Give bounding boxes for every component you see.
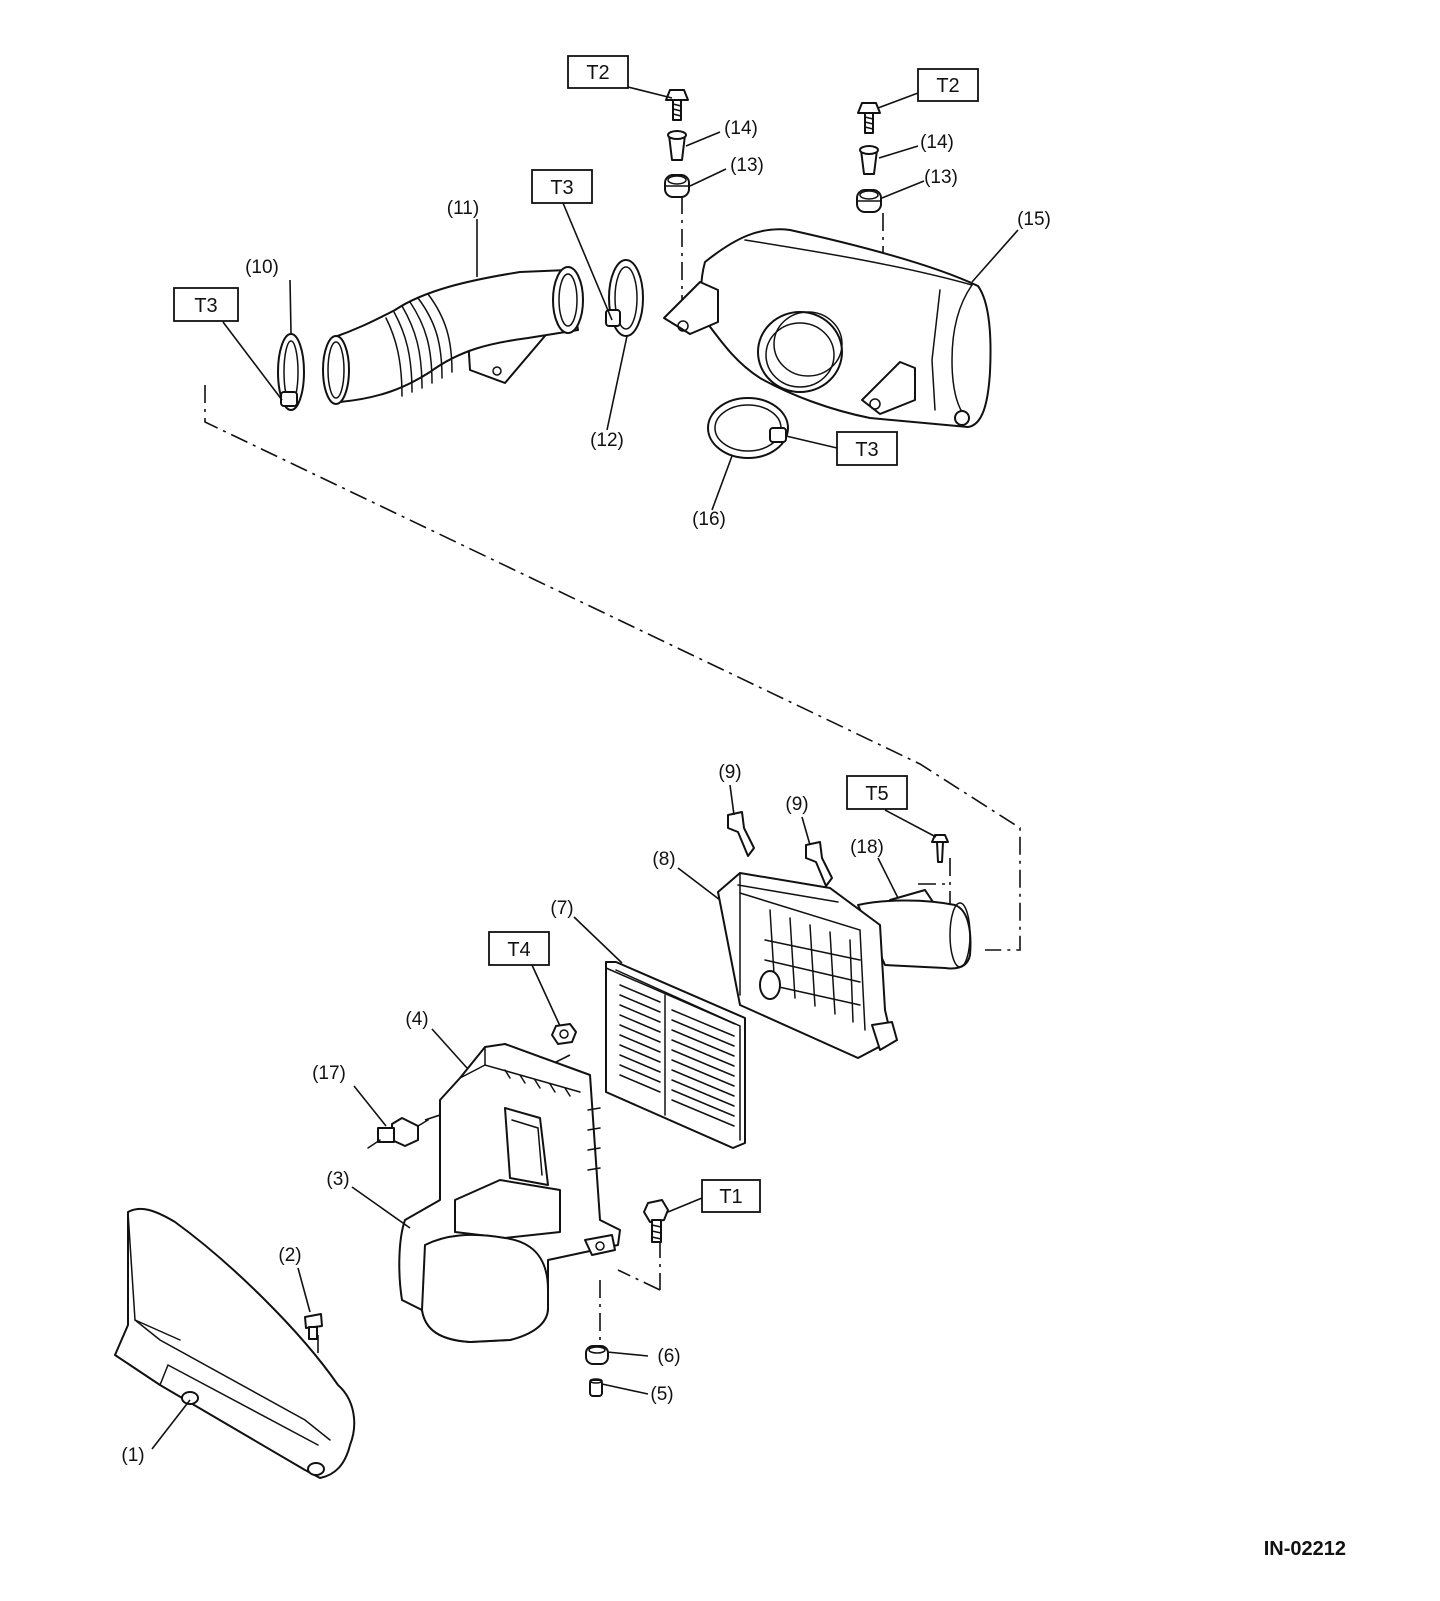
callout-13b: (13)	[924, 167, 958, 188]
air-cleaner-body-3-4	[398, 1043, 621, 1343]
torque-labels: T1 T2 T2 T3 T3 T3 T4 T5	[173, 55, 979, 1213]
callout-18: (18)	[850, 837, 884, 858]
callout-labels: (1) (2) (3) (4) (5) (6) (7) (8) (9) (9) …	[121, 118, 1051, 1466]
callout-3: (3)	[326, 1169, 349, 1190]
callout-6: (6)	[657, 1346, 680, 1367]
torque-label-t3-top: T3	[531, 169, 593, 204]
svg-text:T4: T4	[507, 939, 530, 961]
callout-9b: (9)	[785, 794, 808, 815]
callout-7: (7)	[550, 898, 573, 919]
callout-10: (10)	[245, 257, 279, 278]
torque-label-t1: T1	[701, 1179, 761, 1213]
torque-label-t4: T4	[488, 931, 550, 966]
callout-15: (15)	[1017, 209, 1051, 230]
callout-13a: (13)	[730, 155, 764, 176]
svg-text:T3: T3	[855, 439, 878, 461]
torque-label-t2-left: T2	[567, 55, 629, 89]
callout-2: (2)	[278, 1245, 301, 1266]
svg-text:T2: T2	[936, 75, 959, 97]
bolt-t1	[643, 1199, 669, 1243]
air-intake-duct-1	[114, 1207, 356, 1479]
intake-duct-11	[322, 266, 584, 405]
callout-4: (4)	[405, 1009, 428, 1030]
svg-text:T5: T5	[865, 783, 888, 805]
figure-code: IN-02212	[1264, 1538, 1346, 1560]
air-filter-7	[605, 961, 746, 1149]
torque-label-t2-right: T2	[917, 68, 979, 102]
callout-16: (16)	[692, 509, 726, 530]
fastener-stack-right	[856, 102, 882, 213]
bolt-2	[304, 1313, 323, 1340]
torque-label-t5: T5	[846, 775, 908, 810]
torque-label-t3-left: T3	[173, 287, 239, 322]
callout-8: (8)	[652, 849, 675, 870]
callout-11: (11)	[447, 198, 479, 219]
callout-1: (1)	[121, 1445, 144, 1466]
clamp-16	[707, 397, 789, 459]
clips-9	[727, 811, 833, 887]
callout-14a: (14)	[724, 118, 758, 139]
air-cleaner-lower-8	[717, 872, 972, 1059]
sensor-17	[367, 1117, 429, 1149]
fastener-stack-left	[664, 89, 690, 198]
grommet-6-collar-5	[585, 1345, 609, 1397]
svg-text:T3: T3	[194, 295, 217, 317]
leader-lines	[151, 86, 1019, 1450]
clamp-12	[605, 259, 644, 337]
nut-t4	[551, 1023, 577, 1045]
callout-5: (5)	[650, 1384, 673, 1405]
svg-text:T3: T3	[550, 177, 573, 199]
callout-17: (17)	[312, 1063, 346, 1084]
callout-9a: (9)	[718, 762, 741, 783]
torque-label-t3-right: T3	[836, 431, 898, 466]
svg-text:T2: T2	[586, 62, 609, 84]
callout-14b: (14)	[920, 132, 954, 153]
svg-text:T1: T1	[719, 1186, 742, 1208]
callout-12: (12)	[590, 430, 624, 451]
air-cleaner-upper-15	[663, 228, 992, 428]
